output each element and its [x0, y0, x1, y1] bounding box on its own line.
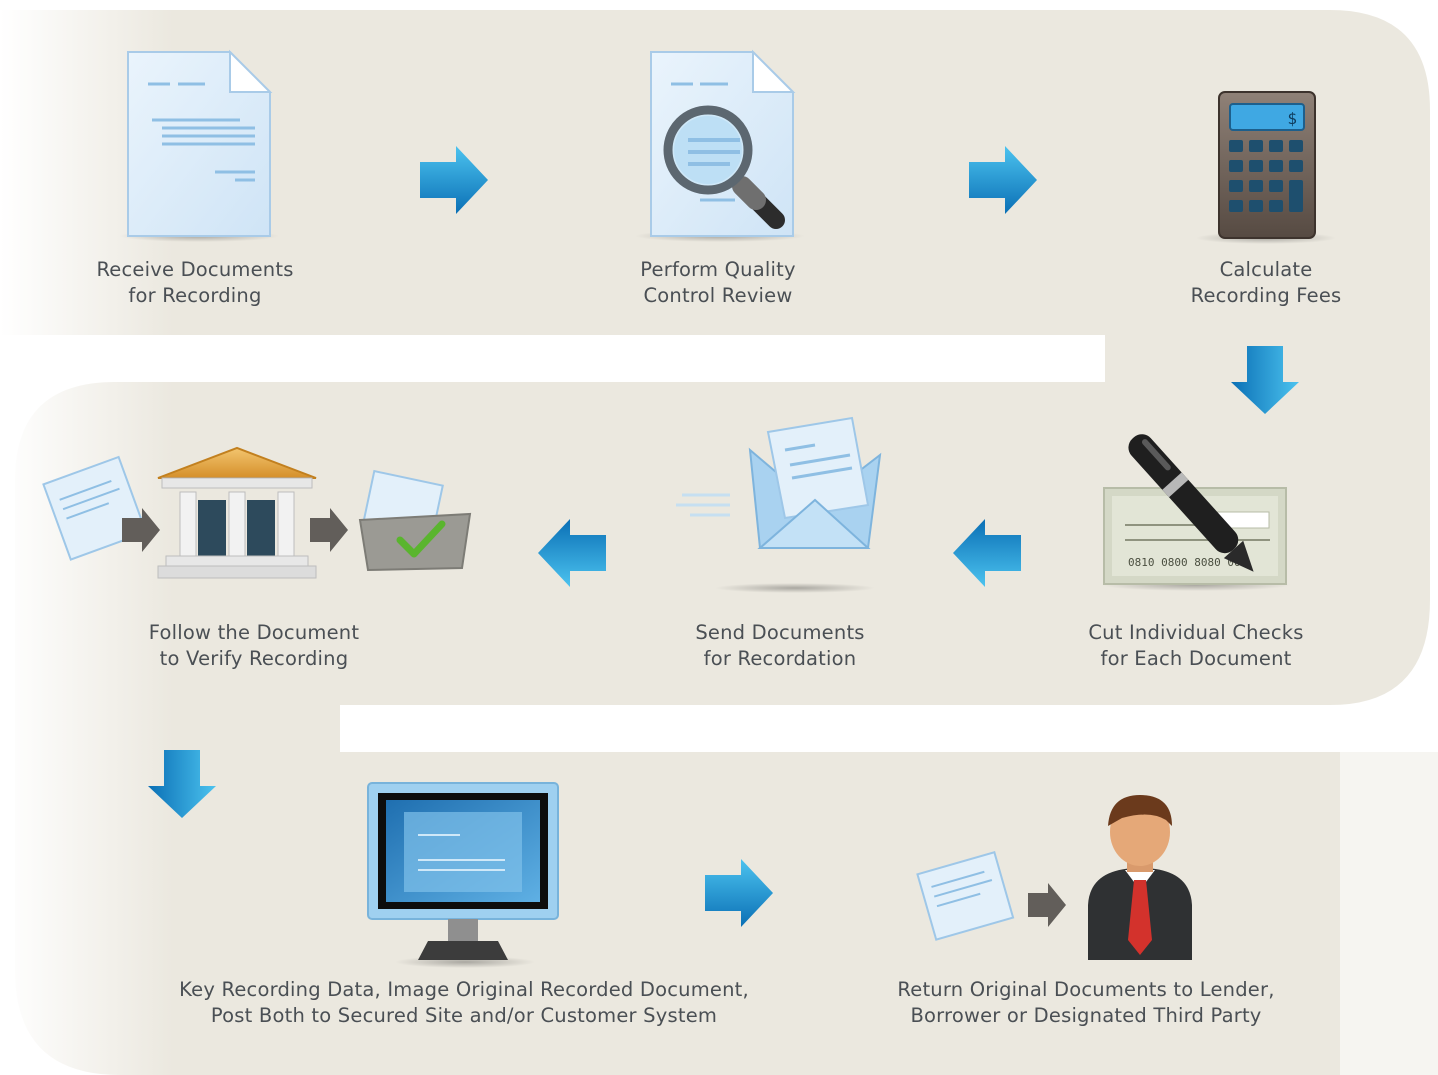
step-label-fees: Calculate Recording Fees — [1191, 257, 1342, 309]
person-icon — [916, 795, 1192, 960]
step-label-line2: Recording Fees — [1190, 284, 1342, 307]
step-label-line1: Return Original Documents to Lender, — [897, 978, 1275, 1001]
svg-text:$: $ — [1287, 109, 1297, 128]
step-label-line2: for Each Document — [1100, 647, 1292, 670]
envelope-icon — [676, 416, 882, 593]
step-label-line1: Perform Quality — [640, 258, 796, 281]
step-label-line1: Send Documents — [695, 621, 865, 644]
step-label-send: Send Documents for Recordation — [695, 620, 864, 672]
step-label-line2: Borrower or Designated Third Party — [910, 1004, 1262, 1027]
courthouse-icon — [42, 446, 472, 579]
step-label-key: Key Recording Data, Image Original Recor… — [179, 977, 749, 1029]
step-label-line2: for Recordation — [703, 647, 857, 670]
document-icon — [119, 49, 279, 242]
calculator-icon: $ — [1196, 91, 1336, 244]
step-label-line2: Post Both to Secured Site and/or Custome… — [210, 1004, 718, 1027]
svg-text:0810 0800 8080 000: 0810 0800 8080 000 — [1128, 556, 1247, 569]
step-label-line1: Key Recording Data, Image Original Recor… — [179, 978, 749, 1001]
step-label-line2: for Recording — [128, 284, 262, 307]
step-label-receive: Receive Documents for Recording — [96, 257, 293, 309]
step-label-line1: Cut Individual Checks — [1088, 621, 1304, 644]
step-label-line1: Calculate — [1219, 258, 1313, 281]
step-label-return: Return Original Documents to Lender, Bor… — [897, 977, 1274, 1029]
check-pen-icon: 0810 0800 8080 000 — [1101, 434, 1291, 591]
step-label-line1: Follow the Document — [148, 621, 360, 644]
step-label-quality: Perform Quality Control Review — [640, 257, 795, 309]
step-label-line2: Control Review — [643, 284, 793, 307]
magnifier-document-icon — [635, 49, 805, 242]
step-label-line2: to Verify Recording — [159, 647, 349, 670]
step-label-checks: Cut Individual Checks for Each Document — [1088, 620, 1303, 672]
step-label-line1: Receive Documents — [96, 258, 294, 281]
step-label-follow: Follow the Document to Verify Recording — [149, 620, 359, 672]
monitor-icon — [367, 782, 559, 968]
